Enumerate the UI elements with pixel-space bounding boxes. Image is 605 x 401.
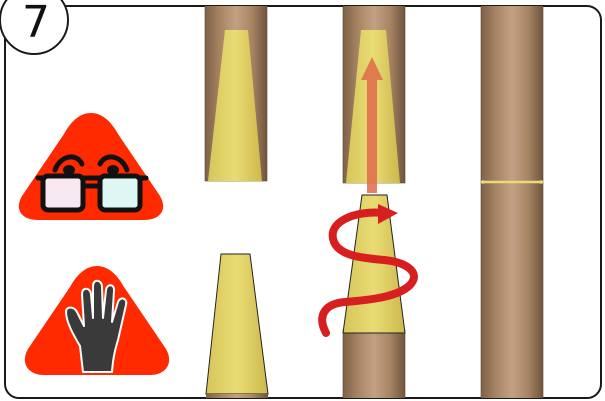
socket-glue-coating	[208, 30, 262, 181]
twist-arrow	[318, 208, 418, 337]
warning-protective-gloves	[24, 266, 170, 375]
push-up-arrow	[361, 57, 383, 193]
lower-pole-section	[342, 329, 406, 398]
protective-glove-icon	[65, 279, 128, 373]
panel-tapered-tenon-and-socket	[204, 6, 269, 398]
joined-pole	[480, 6, 544, 398]
lower-pole-section	[206, 394, 268, 398]
panel-border	[4, 5, 602, 399]
warning-safety-glasses	[18, 113, 164, 220]
panel-joined-pole	[480, 6, 544, 398]
panel-insert-with-twist	[318, 6, 418, 398]
twist-arrowhead	[378, 204, 398, 224]
safety-glasses-icon	[35, 154, 149, 213]
step-number: 7	[22, 0, 50, 48]
step-badge: 7	[0, 0, 69, 55]
